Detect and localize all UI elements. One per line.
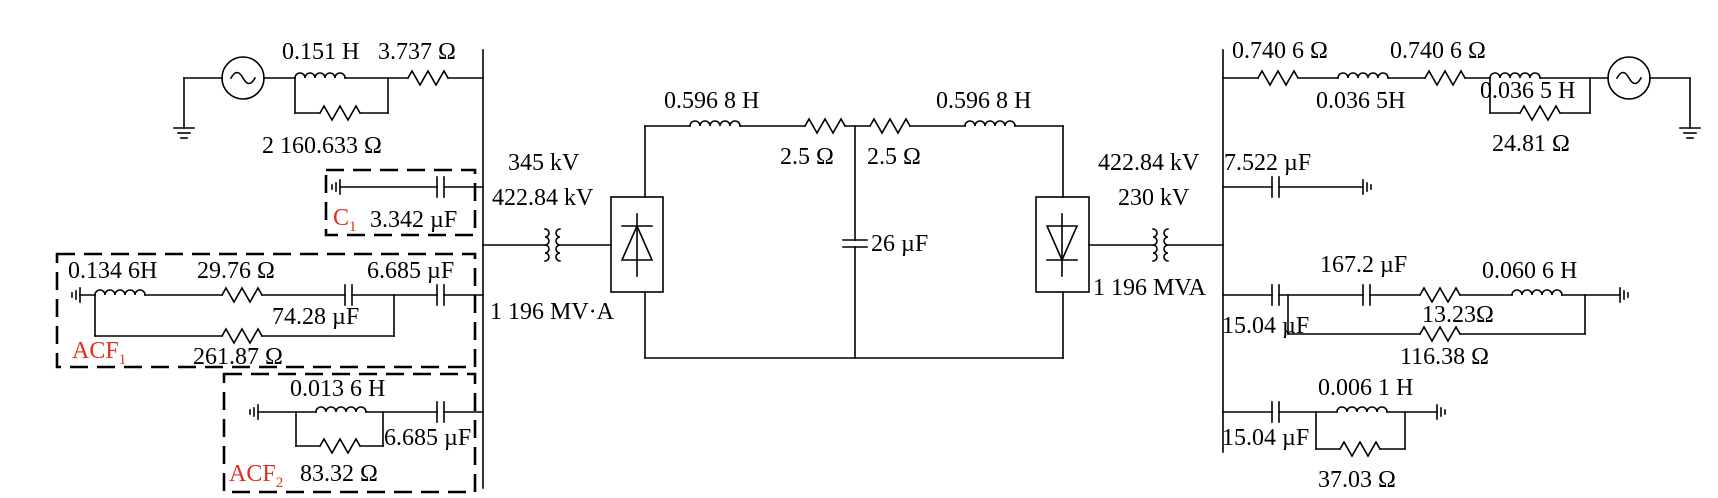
acf1-parallel-capacitance-label: 74.28 µF — [272, 304, 359, 330]
right-source-resistance-1-label: 0.740 6 Ω — [1232, 38, 1328, 64]
rf2-resistance-label: 37.03 Ω — [1318, 467, 1396, 493]
right-source-inductance-2-label: 0.036 5 H — [1480, 78, 1575, 104]
rf1-capacitance-label: 15.04 µF — [1222, 313, 1309, 339]
left-source-inductance-label: 0.151 H — [282, 39, 359, 65]
left-ac-source — [173, 56, 296, 139]
rf2-inductance-label: 0.006 1 H — [1318, 375, 1413, 401]
c1-capacitance-label: 3.342 µF — [370, 207, 457, 233]
acf1-filter — [55, 252, 484, 369]
rf1-parallel-resistance-label: 116.38 Ω — [1400, 344, 1489, 370]
right-source-resistance-2-label: 0.740 6 Ω — [1390, 38, 1486, 64]
right-transformer — [1088, 228, 1224, 262]
left-source-branch — [294, 69, 484, 122]
acf1-name-label: ACF1 — [72, 338, 126, 368]
c1-filter — [324, 168, 484, 237]
acf2-resistance-label: 83.32 Ω — [300, 461, 378, 487]
left-transformer-rating: 1 196 MV·A — [490, 299, 615, 325]
right-transformer-primary-voltage: 422.84 kV — [1098, 150, 1200, 176]
rf2-capacitance-label: 15.04 µF — [1222, 425, 1309, 451]
left-transformer-primary-voltage: 345 kV — [508, 150, 580, 176]
dc-left-inductance-label: 0.596 8 H — [664, 88, 759, 114]
rf1-series-capacitance-label: 167.2 µF — [1320, 252, 1407, 278]
left-transformer — [482, 228, 612, 262]
inverter-converter — [1035, 125, 1090, 359]
right-ac-source — [1222, 56, 1701, 139]
dc-left-resistance-label: 2.5 Ω — [780, 144, 834, 170]
acf2-inductance-label: 0.013 6 H — [290, 376, 385, 402]
right-transformer-rating: 1 196 MVA — [1093, 275, 1207, 301]
left-source-parallel-resistance-label: 2 160.633 Ω — [262, 133, 382, 159]
right-source-parallel-resistance-label: 24.81 Ω — [1492, 131, 1570, 157]
dc-line — [644, 117, 1064, 359]
acf2-filter — [222, 372, 484, 494]
right-shunt-capacitor — [1222, 176, 1372, 198]
right-filter-2 — [1222, 401, 1446, 458]
left-source-resistance-label: 3.737 Ω — [378, 39, 456, 65]
dc-right-resistance-label: 2.5 Ω — [867, 144, 921, 170]
dc-right-inductance-label: 0.596 8 H — [936, 88, 1031, 114]
acf1-inductance-label: 0.134 6H — [68, 258, 157, 284]
acf2-name-label: ACF2 — [229, 461, 283, 491]
rf1-inductance-label: 0.060 6 H — [1482, 258, 1577, 284]
c1-name-label: C1 — [333, 205, 357, 235]
acf2-capacitance-label: 6.685 µF — [384, 425, 471, 451]
acf1-parallel-resistance-label: 261.87 Ω — [193, 344, 283, 370]
right-cap-label: 7.522 µF — [1224, 150, 1311, 176]
acf1-resistance-label: 29.76 Ω — [197, 258, 275, 284]
rectifier-converter — [610, 125, 664, 359]
right-source-inductance-1-label: 0.036 5H — [1316, 88, 1405, 114]
dc-mid-capacitance-label: 26 µF — [871, 231, 928, 257]
acf1-capacitance-label: 6.685 µF — [367, 258, 454, 284]
left-transformer-secondary-voltage: 422.84 kV — [492, 185, 594, 211]
right-filter-1 — [1222, 284, 1629, 343]
right-transformer-secondary-voltage: 230 kV — [1118, 185, 1190, 211]
rf1-resistance-label: 13.23Ω — [1422, 302, 1494, 328]
